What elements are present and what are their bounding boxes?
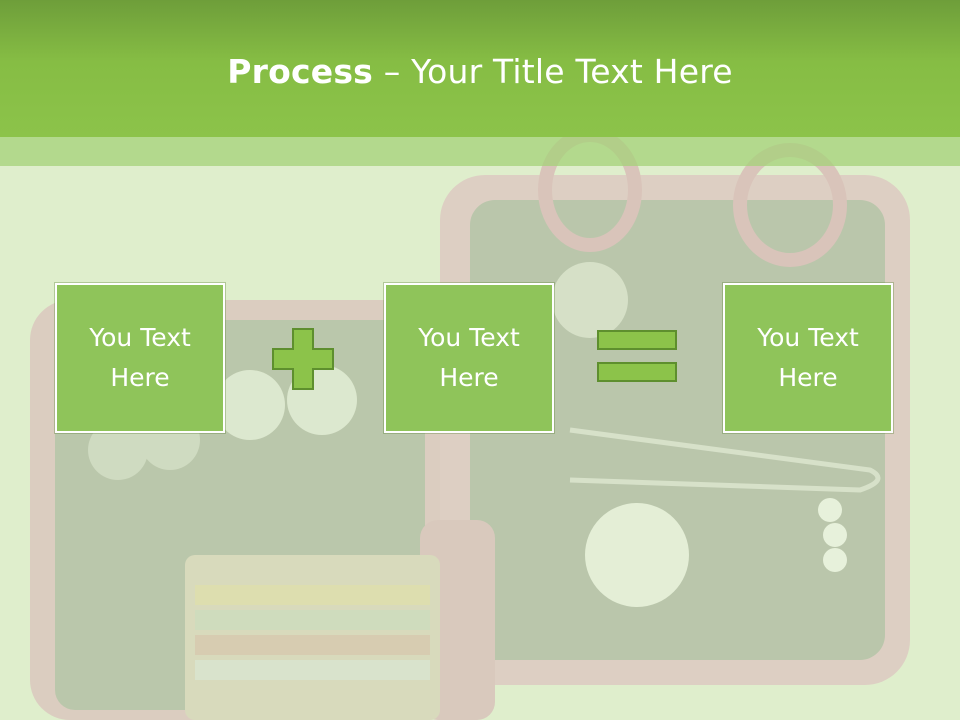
- process-box-1[interactable]: You Text Here: [55, 283, 225, 433]
- process-box-3-text: You Text Here: [757, 323, 859, 392]
- title-bar: [0, 0, 960, 137]
- process-box-1-text: You Text Here: [89, 323, 191, 392]
- slide-title-bold: Process: [227, 52, 374, 91]
- process-box-2-text: You Text Here: [418, 323, 520, 392]
- plus-icon: [272, 328, 334, 390]
- process-box-3[interactable]: You Text Here: [723, 283, 893, 433]
- slide-title-rest: – Your Title Text Here: [373, 52, 733, 91]
- slide-title: Process – Your Title Text Here: [0, 52, 960, 91]
- equals-icon: [597, 330, 677, 382]
- process-box-2[interactable]: You Text Here: [384, 283, 554, 433]
- title-bar-strip: [0, 137, 960, 166]
